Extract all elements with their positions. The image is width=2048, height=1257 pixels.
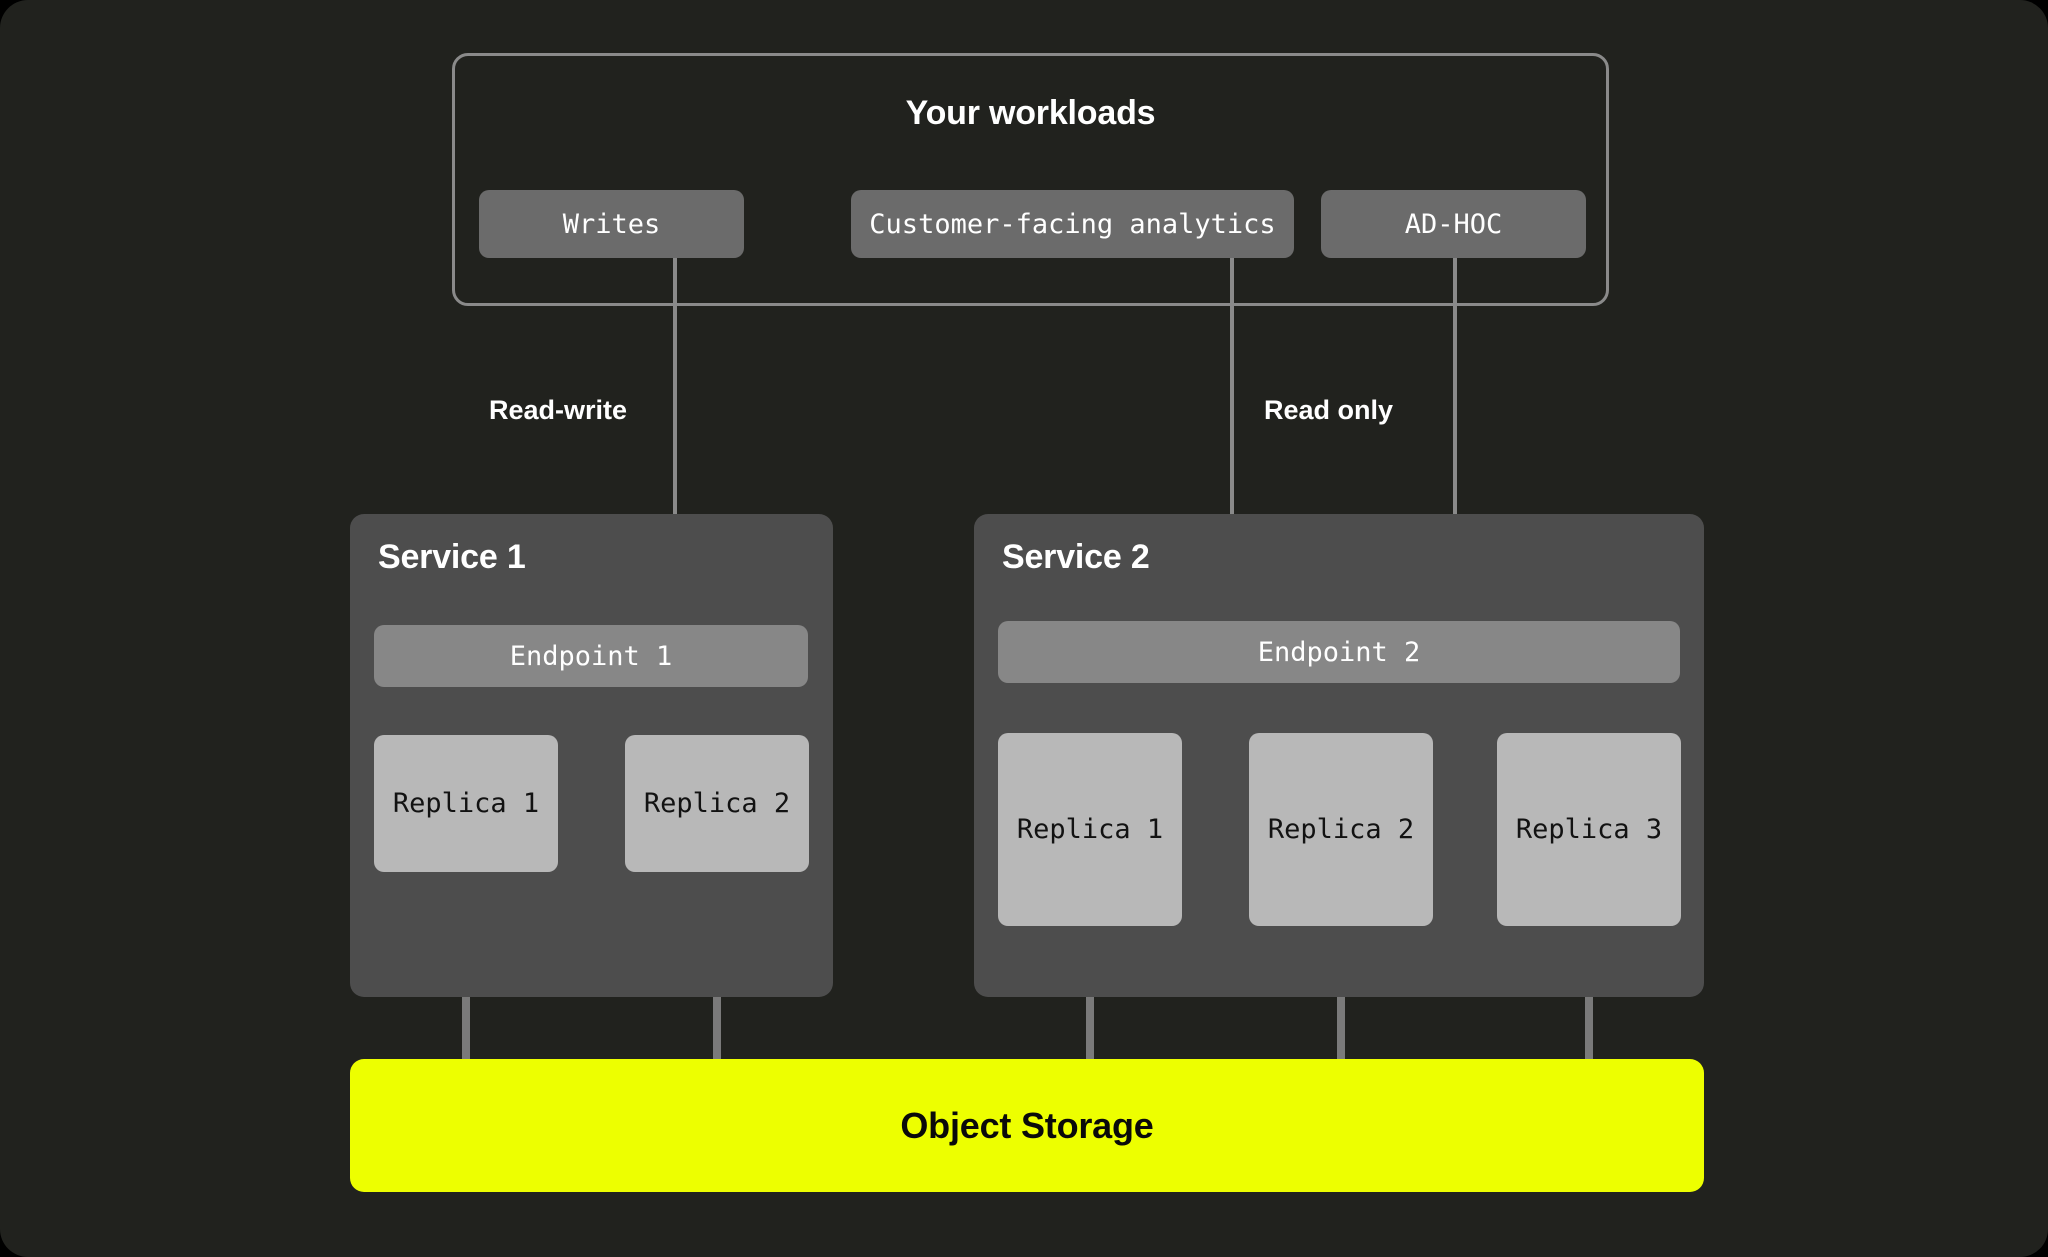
object-storage-label: Object Storage: [900, 1104, 1154, 1146]
object-storage-panel[interactable]: Object Storage: [350, 1059, 1704, 1192]
endpoint-2[interactable]: Endpoint 2: [998, 621, 1680, 683]
workloads-title: Your workloads: [905, 94, 1156, 132]
service-1-replica-1[interactable]: Replica 1: [374, 735, 558, 872]
workloads-panel: Your workloads: [452, 53, 1609, 306]
edge-label-read-write: Read-write: [489, 395, 628, 425]
service-2-title: Service 2: [1002, 538, 1150, 576]
service-2-replica-3[interactable]: Replica 3: [1497, 733, 1681, 926]
service-panel-1: Service 1 Endpoint 1 Replica 1 Replica 2: [350, 514, 833, 997]
service-panel-2: Service 2 Endpoint 2 Replica 1 Replica 2…: [974, 514, 1704, 997]
edge-label-read-only: Read only: [1264, 395, 1394, 425]
service-1-title: Service 1: [378, 538, 526, 576]
workload-chip-writes[interactable]: Writes: [479, 190, 744, 258]
service-2-replica-2[interactable]: Replica 2: [1249, 733, 1433, 926]
service-2-replica-1[interactable]: Replica 1: [998, 733, 1182, 926]
workload-chip-customer-facing-analytics[interactable]: Customer-facing analytics: [851, 190, 1294, 258]
endpoint-1[interactable]: Endpoint 1: [374, 625, 808, 687]
workload-chip-ad-hoc[interactable]: AD-HOC: [1321, 190, 1586, 258]
service-1-replica-2[interactable]: Replica 2: [625, 735, 809, 872]
